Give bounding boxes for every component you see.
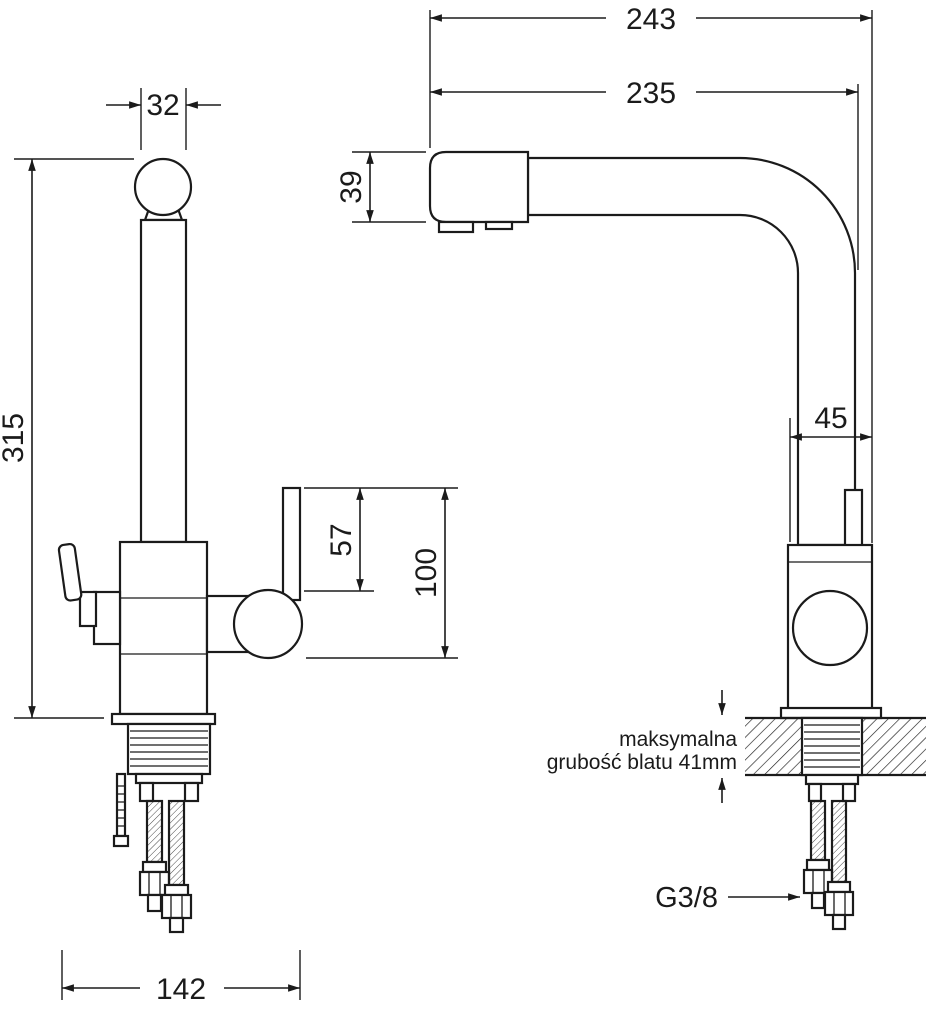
- hose-collar: [163, 883, 190, 897]
- countertop-hatch: [745, 719, 802, 774]
- hose-collar: [141, 860, 168, 874]
- hose-collar: [826, 880, 852, 894]
- hose-nipple: [810, 891, 826, 910]
- dimension-spout-head-height: 39: [335, 151, 426, 223]
- side-view: [428, 150, 926, 931]
- hose-nipple: [831, 913, 847, 931]
- dim-label-142: 142: [156, 973, 206, 1006]
- dimension-filter-spout-height: 57: [304, 487, 458, 592]
- dim-label-315: 315: [0, 413, 30, 463]
- handle-stub: [92, 590, 122, 646]
- hex-facets: [170, 895, 183, 918]
- supply-hose: [145, 799, 164, 864]
- hose-hex-nut: [823, 890, 855, 917]
- mounting-stud: [115, 772, 127, 838]
- front-view-dimensions: 32 315 57 100 142: [0, 88, 458, 1006]
- countertop-note-line1: maksymalna: [619, 728, 737, 751]
- bracket-tab: [183, 781, 200, 803]
- body-joint-lines: [120, 597, 207, 655]
- dim-label-32: 32: [146, 89, 179, 122]
- hex-facets: [833, 892, 846, 915]
- riser-pipe-front: [139, 218, 188, 544]
- aerator: [437, 220, 475, 234]
- shank-threads-side: [804, 724, 860, 768]
- side-outlet-pipe: [281, 486, 302, 602]
- dimension-spout-width: 32: [106, 88, 221, 150]
- hose-nipple: [146, 893, 163, 913]
- aerator-ring: [484, 220, 514, 231]
- spout-head-side: [428, 150, 530, 224]
- dim-label-45: 45: [814, 402, 847, 435]
- thread-size-label: G3/8: [655, 882, 718, 914]
- countertop-note-line2: grubość blatu 41mm: [547, 751, 737, 774]
- hose-collar: [805, 858, 831, 872]
- mounting-flange-front: [110, 712, 217, 726]
- supply-hose: [830, 799, 848, 884]
- filter-lever: [57, 542, 83, 602]
- stud-threads: [117, 785, 125, 827]
- mounting-flange-side: [779, 706, 883, 720]
- dimension-outlet-height: 100: [306, 488, 458, 659]
- supply-hose: [167, 799, 186, 887]
- supply-hose: [809, 799, 827, 862]
- dimension-spout-reach: 235: [430, 77, 859, 270]
- handle-joint: [78, 590, 98, 628]
- mounting-bracket-front: [134, 772, 204, 785]
- hex-facets: [812, 870, 825, 893]
- front-view: [57, 157, 304, 934]
- hose-hex-nut: [160, 893, 193, 920]
- thread-size-callout: G3/8: [655, 882, 800, 914]
- countertop-hatch: [862, 719, 926, 774]
- dim-label-235: 235: [626, 77, 676, 110]
- hex-facets: [148, 872, 161, 895]
- faucet-body-front: [118, 540, 209, 716]
- dim-label-39: 39: [335, 170, 368, 203]
- countertop-thickness-callout: maksymalna grubość blatu 41mm: [547, 690, 737, 803]
- dimension-base-depth: 142: [61, 950, 301, 1006]
- spout-tube-and-riser: [526, 156, 857, 547]
- stud-nut: [112, 834, 130, 848]
- hose-nipple: [168, 916, 185, 934]
- dimension-total-height: 315: [0, 158, 134, 719]
- dim-label-243: 243: [626, 3, 676, 36]
- mounting-bracket-side: [804, 773, 860, 786]
- bracket-tab: [841, 782, 857, 803]
- side-outlet-pipe-side: [843, 488, 864, 552]
- dim-label-100: 100: [410, 548, 443, 598]
- bracket-tab: [138, 781, 155, 803]
- shank-threads-front: [130, 730, 208, 767]
- dim-label-57: 57: [325, 523, 358, 556]
- dimension-body-depth: 45: [789, 402, 872, 542]
- side-outlet-joint-side: [791, 589, 869, 667]
- side-view-dimensions: 243 235 39 45 maksymalna grubość blatu 4…: [335, 3, 873, 914]
- spout-head-front: [133, 157, 193, 217]
- dimension-total-depth: 243: [429, 3, 873, 543]
- side-outlet-joint: [232, 588, 304, 660]
- bracket-tab: [807, 782, 823, 803]
